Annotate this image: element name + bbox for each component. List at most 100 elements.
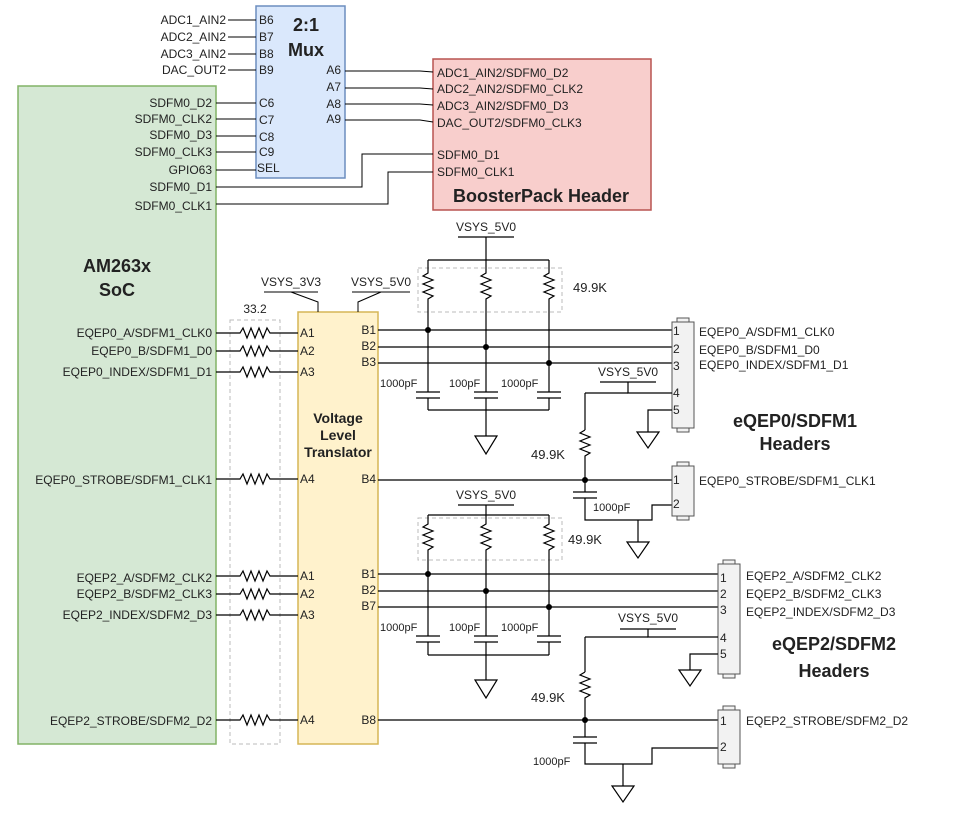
eqep2-header-signal-1: EQEP2_A/SDFM2_CLK2 [746, 569, 882, 583]
translator-pin-b7-bottom: B7 [361, 599, 376, 613]
translator-pin-a4-top: A4 [300, 472, 315, 486]
booster-signal-4: DAC_OUT2/SDFM0_CLK3 [437, 116, 582, 130]
eqep0-header-pin-2: 2 [673, 342, 680, 356]
soc-pin-sdfm0-d3: SDFM0_D3 [149, 128, 212, 142]
mux-input-adc1: ADC1_AIN2 [161, 13, 227, 27]
eqep0-header-pin-1: 1 [673, 324, 680, 338]
boosterpack-header-title: BoosterPack Header [453, 186, 629, 206]
translator-label-line1: Voltage [313, 410, 363, 426]
cap-value-eqep2-1: 1000pF [380, 622, 418, 634]
mux-input-dac: DAC_OUT2 [162, 63, 226, 77]
soc-name-line2: SoC [99, 280, 135, 300]
translator-pin-b3-top: B3 [361, 355, 376, 369]
mux-pin-a9: A9 [326, 112, 341, 126]
eqep2-header-pin-4: 4 [720, 631, 727, 645]
soc-pin-sdfm0-d1: SDFM0_D1 [149, 180, 212, 194]
rail-vsys-5v0-label-translator: VSYS_5V0 [351, 275, 411, 289]
translator-pin-a3-bottom: A3 [300, 608, 315, 622]
mux-pin-c8: C8 [259, 130, 275, 144]
soc-pin-eqep2-strobe: EQEP2_STROBE/SDFM2_D2 [50, 714, 212, 728]
soc-pin-sdfm0-clk1: SDFM0_CLK1 [135, 199, 213, 213]
translator-pin-a4-bottom: A4 [300, 713, 315, 727]
pullup-resistor-group-eqep0 [417, 267, 563, 313]
mux-input-labels: ADC1_AIN2 ADC2_AIN2 ADC3_AIN2 DAC_OUT2 [161, 13, 227, 77]
eqep0-header-pin-5: 5 [673, 403, 680, 417]
series-resistor-value: 33.2 [243, 302, 267, 316]
translator-pin-b2-top: B2 [361, 339, 376, 353]
cap-value-eqep0-1: 1000pF [380, 378, 418, 390]
soc-pin-eqep0-a: EQEP0_A/SDFM1_CLK0 [77, 326, 213, 340]
mux-pin-a7: A7 [326, 80, 341, 94]
translator-pin-b1-top: B1 [361, 323, 376, 337]
translator-pin-a1-top: A1 [300, 326, 315, 340]
translator-pin-a3-top: A3 [300, 365, 315, 379]
eqep0-headers-title-line2: Headers [759, 434, 830, 454]
eqep2-strobe-header-pin-1: 1 [720, 714, 727, 728]
translator-pin-b1-bottom: B1 [361, 567, 376, 581]
rail-vsys-5v0-label-eqep0-pullup: VSYS_5V0 [456, 220, 516, 234]
mux-title-line1: 2:1 [293, 15, 319, 35]
eqep0-header-pin-4: 4 [673, 386, 680, 400]
eqep0-header-signal-1: EQEP0_A/SDFM1_CLK0 [699, 325, 835, 339]
soc-pin-eqep0-index: EQEP0_INDEX/SDFM1_D1 [63, 365, 213, 379]
soc-pin-eqep0-strobe: EQEP0_STROBE/SDFM1_CLK1 [35, 473, 212, 487]
translator-pin-a1-bottom: A1 [300, 569, 315, 583]
eqep2-header-signal-2: EQEP2_B/SDFM2_CLK3 [746, 587, 882, 601]
boosterpack-header-block [432, 58, 652, 211]
eqep0-headers-title-line1: eQEP0/SDFM1 [733, 411, 857, 431]
rail-vsys-5v0-label-eqep0-header: VSYS_5V0 [598, 365, 658, 379]
cap-value-eqep0-3: 1000pF [501, 378, 539, 390]
pullup-value-eqep2-strobe: 49.9K [531, 690, 565, 705]
pullup-value-eqep0-strobe: 49.9K [531, 447, 565, 462]
eqep2-header-pin-1: 1 [720, 571, 727, 585]
translator-pin-a2-top: A2 [300, 344, 315, 358]
voltage-level-translator-block [297, 311, 379, 745]
soc-pin-sdfm0-clk2: SDFM0_CLK2 [135, 112, 213, 126]
translator-pin-b2-bottom: B2 [361, 583, 376, 597]
booster-signal-2: ADC2_AIN2/SDFM0_CLK2 [437, 82, 583, 96]
pullup-value-eqep2: 49.9K [568, 532, 602, 547]
eqep2-header-signal-3: EQEP2_INDEX/SDFM2_D3 [746, 605, 896, 619]
eqep2-strobe-header-signal: EQEP2_STROBE/SDFM2_D2 [746, 714, 908, 728]
cap-value-eqep0-2: 100pF [449, 378, 480, 390]
mux-title-line2: Mux [288, 40, 324, 60]
mux-pin-c7: C7 [259, 113, 275, 127]
mux-pin-a8: A8 [326, 97, 341, 111]
eqep0-strobe-header-signal: EQEP0_STROBE/SDFM1_CLK1 [699, 474, 876, 488]
rail-vsys-5v0-label-eqep2-header: VSYS_5V0 [618, 611, 678, 625]
mux-pin-a6: A6 [326, 63, 341, 77]
eqep2-headers-title-line2: Headers [798, 661, 869, 681]
booster-signal-1: ADC1_AIN2/SDFM0_D2 [437, 66, 569, 80]
soc-pin-eqep2-index: EQEP2_INDEX/SDFM2_D3 [63, 608, 213, 622]
cap-value-eqep2-3: 1000pF [501, 622, 539, 634]
soc-pin-eqep2-a: EQEP2_A/SDFM2_CLK2 [77, 571, 213, 585]
eqep0-strobe-header-pin-2: 2 [673, 497, 680, 511]
mux-pin-b7: B7 [259, 30, 274, 44]
booster-signal-3: ADC3_AIN2/SDFM0_D3 [437, 99, 569, 113]
booster-signal-5: SDFM0_D1 [437, 148, 500, 162]
translator-pin-b8-bottom: B8 [361, 713, 376, 727]
mux-pin-sel: SEL [257, 161, 280, 175]
series-resistor-group [229, 319, 281, 745]
mux-pin-b9: B9 [259, 63, 274, 77]
soc-pin-gpio63: GPIO63 [169, 163, 213, 177]
eqep0-strobe-header-pin-1: 1 [673, 473, 680, 487]
cap-value-eqep2-2: 100pF [449, 622, 480, 634]
translator-pin-b4-top: B4 [361, 472, 376, 486]
rail-vsys-5v0-label-eqep2-pullup: VSYS_5V0 [456, 488, 516, 502]
booster-signal-6: SDFM0_CLK1 [437, 165, 515, 179]
soc-pin-sdfm0-clk3: SDFM0_CLK3 [135, 145, 213, 159]
soc-pin-sdfm0-d2: SDFM0_D2 [149, 96, 212, 110]
soc-pin-eqep0-b: EQEP0_B/SDFM1_D0 [91, 344, 212, 358]
mux-pin-b6: B6 [259, 13, 274, 27]
translator-label-line3: Translator [304, 444, 372, 460]
pullup-value-eqep0: 49.9K [573, 280, 607, 295]
eqep2-header-pin-3: 3 [720, 603, 727, 617]
eqep2-strobe-header-pin-2: 2 [720, 740, 727, 754]
translator-label-line2: Level [320, 427, 356, 443]
mux-block [255, 5, 346, 179]
rail-vsys-3v3-label: VSYS_3V3 [261, 275, 321, 289]
mux-input-adc2: ADC2_AIN2 [161, 30, 227, 44]
eqep2-headers-title-line1: eQEP2/SDFM2 [772, 634, 896, 654]
